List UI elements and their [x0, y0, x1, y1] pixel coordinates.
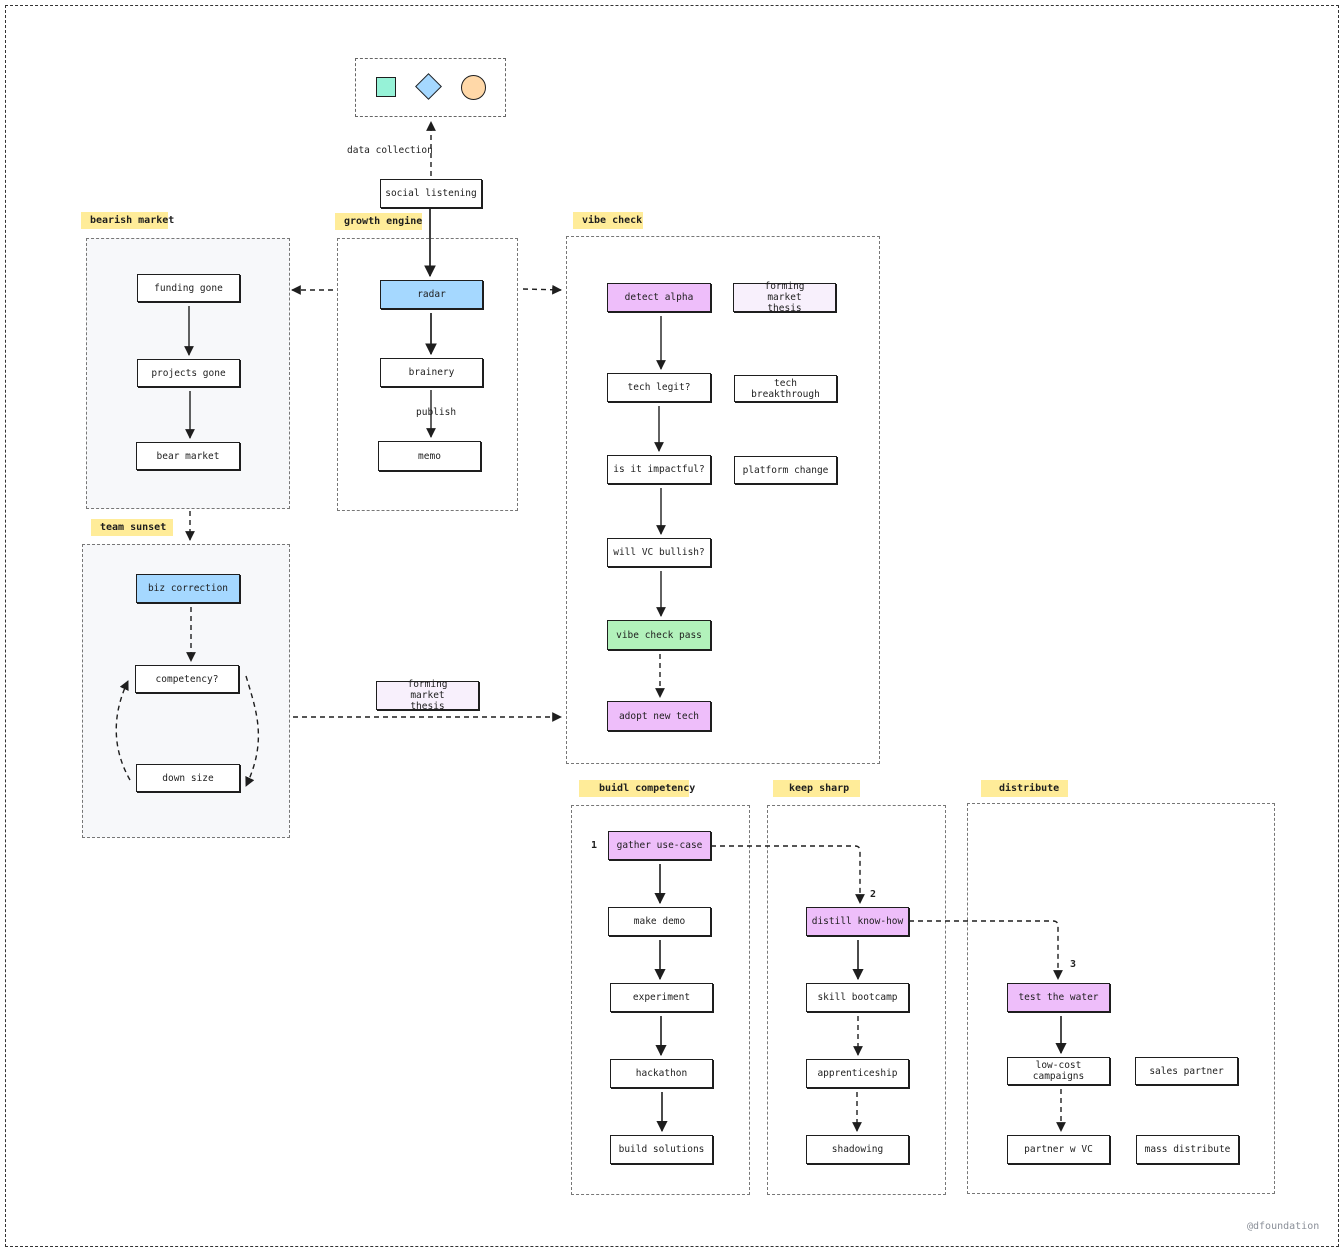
test-the-water-node[interactable]: test the water [1007, 983, 1110, 1012]
platform-change-node[interactable]: platform change [734, 456, 837, 484]
memo-node[interactable]: memo [378, 441, 481, 471]
tech-breakthrough-node[interactable]: tech breakthrough [734, 375, 837, 402]
shadowing-node[interactable]: shadowing [806, 1135, 909, 1164]
funding-gone-node[interactable]: funding gone [137, 274, 240, 302]
gather-use-case-node[interactable]: gather use-case [608, 831, 711, 860]
growth-engine-tag: growth engine [335, 213, 422, 230]
legend-frame [355, 58, 506, 117]
credit-text: @dfoundation [1247, 1221, 1320, 1232]
vibe-check-tag: vibe check [573, 212, 643, 229]
vibe-check-pass-node[interactable]: vibe check pass [607, 620, 711, 650]
is-it-impactful-node[interactable]: is it impactful? [607, 455, 711, 484]
square-icon [376, 77, 396, 97]
adopt-new-tech-node[interactable]: adopt new tech [607, 701, 711, 731]
will-vc-bullish-node[interactable]: will VC bullish? [607, 538, 711, 567]
projects-gone-node[interactable]: projects gone [137, 359, 240, 387]
apprenticeship-node[interactable]: apprenticeship [806, 1059, 909, 1088]
tech-legit-node[interactable]: tech legit? [607, 373, 711, 402]
publish-label: publish [416, 407, 457, 418]
step-3-number: 3 [1070, 959, 1077, 970]
social-listening-node[interactable]: social listening [380, 179, 482, 208]
forming-market-thesis-bridge-note[interactable]: forming market thesis [376, 679, 479, 712]
vibe-check-group [566, 236, 880, 764]
down-size-node[interactable]: down size [136, 764, 240, 792]
bear-market-node[interactable]: bear market [136, 442, 240, 470]
hackathon-node[interactable]: hackathon [610, 1059, 713, 1088]
mass-distribute-node[interactable]: mass distribute [1136, 1135, 1239, 1164]
biz-correction-node[interactable]: biz correction [136, 574, 240, 603]
competency-node[interactable]: competency? [135, 665, 239, 693]
forming-market-thesis-note[interactable]: forming market thesis [733, 281, 836, 314]
sales-partner-node[interactable]: sales partner [1135, 1057, 1238, 1085]
buidl-competency-group [571, 805, 750, 1195]
make-demo-node[interactable]: make demo [608, 907, 711, 936]
bearish-market-tag: bearish market [81, 212, 174, 229]
buidl-competency-tag: buidl competency [579, 780, 695, 797]
team-sunset-tag: team sunset [91, 519, 173, 536]
distribute-tag: distribute [981, 780, 1068, 797]
keep-sharp-tag: keep sharp [773, 780, 860, 797]
growth-engine-group [337, 238, 518, 511]
partner-w-vc-node[interactable]: partner w VC [1007, 1135, 1110, 1164]
low-cost-campaigns-node[interactable]: low-cost campaigns [1007, 1057, 1110, 1085]
data-collection-label: data collection [347, 145, 433, 156]
brainery-node[interactable]: brainery [380, 358, 483, 387]
outer-frame [5, 5, 1339, 1247]
detect-alpha-node[interactable]: detect alpha [607, 283, 711, 312]
build-solutions-node[interactable]: build solutions [610, 1135, 713, 1164]
distribute-group [967, 803, 1275, 1194]
keep-sharp-group [767, 805, 946, 1195]
skill-bootcamp-node[interactable]: skill bootcamp [806, 983, 909, 1012]
circle-icon [461, 75, 486, 100]
step-2-number: 2 [870, 889, 877, 900]
step-1-number: 1 [591, 840, 598, 851]
distill-know-how-node[interactable]: distill know-how [806, 907, 909, 936]
radar-node[interactable]: radar [380, 280, 483, 309]
experiment-node[interactable]: experiment [610, 983, 713, 1012]
